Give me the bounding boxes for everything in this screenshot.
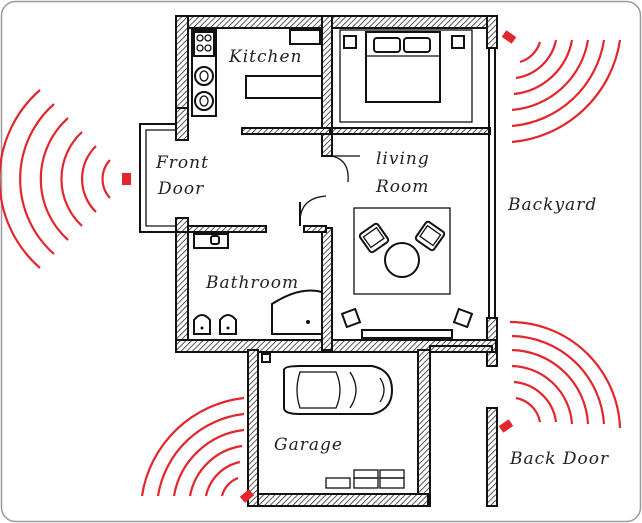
garage-fixtures — [261, 353, 405, 489]
label-back-door: Back Door — [509, 449, 609, 469]
label-front-door-line2: Door — [157, 179, 204, 199]
back-door-sensor — [498, 320, 622, 433]
walls — [175, 15, 498, 507]
label-garage: Garage — [274, 435, 343, 455]
garage-sensor — [140, 396, 255, 503]
label-backyard: Backyard — [507, 195, 597, 215]
bedroom-fixtures — [339, 29, 473, 123]
front-door-frame — [139, 123, 176, 233]
label-living-line2: Room — [375, 177, 429, 197]
living-room-fixtures — [299, 155, 474, 339]
label-bathroom: Bathroom — [205, 273, 299, 293]
front-door-sensor — [0, 89, 131, 269]
label-kitchen: Kitchen — [228, 47, 302, 67]
backyard-sensor — [501, 30, 622, 144]
kitchen-fixtures — [191, 29, 323, 117]
label-living-line1: living — [376, 149, 430, 169]
bathroom-fixtures — [193, 202, 323, 335]
label-front-door-line1: Front — [155, 153, 209, 173]
